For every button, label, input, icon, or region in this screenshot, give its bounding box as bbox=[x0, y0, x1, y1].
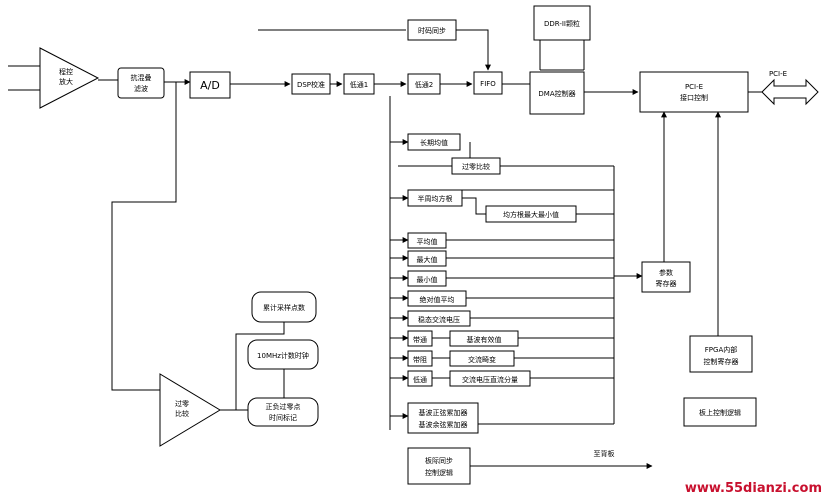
fundamental-rms-block: 基波有效值 bbox=[449, 330, 519, 347]
sin-cos-accumulator-block: 基波正弦累加器 基波余弦累加器 bbox=[407, 402, 479, 434]
svg-text:低通1: 低通1 bbox=[350, 80, 368, 89]
comparator-block: 过零 比较 bbox=[159, 373, 221, 447]
svg-text:FPGA内部: FPGA内部 bbox=[705, 345, 737, 354]
svg-text:接口控制: 接口控制 bbox=[680, 93, 708, 102]
svg-text:抗混叠: 抗混叠 bbox=[131, 73, 152, 82]
fpga-register-block: FPGA内部 控制寄存器 bbox=[689, 335, 753, 373]
svg-text:参数: 参数 bbox=[659, 268, 673, 277]
svg-text:基波正弦累加器: 基波正弦累加器 bbox=[419, 408, 468, 417]
ac-distortion-block: 交流畸变 bbox=[449, 350, 515, 367]
svg-text:A/D: A/D bbox=[200, 79, 220, 92]
svg-text:长期均值: 长期均值 bbox=[420, 138, 448, 147]
clock-10mhz-block: 10MHz计数时钟 bbox=[247, 339, 319, 370]
bandstop-block: 带阻 bbox=[407, 350, 433, 367]
svg-text:最小值: 最小值 bbox=[417, 275, 438, 284]
param-register-block: 参数 寄存器 bbox=[641, 261, 691, 293]
fifo-block: FIFO bbox=[473, 71, 503, 95]
svg-text:DSP校准: DSP校准 bbox=[297, 80, 325, 89]
svg-text:交流畸变: 交流畸变 bbox=[468, 355, 496, 364]
bandpass-block: 带通 bbox=[407, 330, 433, 347]
svg-text:基波有效值: 基波有效值 bbox=[467, 335, 502, 344]
svg-text:板际同步: 板际同步 bbox=[425, 456, 453, 465]
svg-text:时间标记: 时间标记 bbox=[269, 413, 297, 422]
svg-text:DDR-II颗粒: DDR-II颗粒 bbox=[544, 19, 580, 28]
min-block: 最小值 bbox=[407, 270, 447, 287]
svg-text:控制逻辑: 控制逻辑 bbox=[425, 468, 453, 477]
svg-text:绝对值平均: 绝对值平均 bbox=[420, 295, 455, 304]
svg-text:PCI-E: PCI-E bbox=[685, 83, 703, 91]
svg-text:放大: 放大 bbox=[59, 77, 73, 86]
steady-ac-block: 稳态交流电压 bbox=[407, 310, 471, 327]
svg-text:低通2: 低通2 bbox=[415, 80, 433, 89]
svg-text:滤波: 滤波 bbox=[134, 84, 148, 93]
svg-text:半周均方根: 半周均方根 bbox=[418, 194, 453, 203]
wires bbox=[8, 29, 762, 469]
svg-text:FIFO: FIFO bbox=[480, 80, 496, 88]
adc-block: A/D bbox=[189, 71, 231, 99]
dma-controller-block: DMA控制器 bbox=[529, 71, 585, 115]
dsp-calibration-block: DSP校准 bbox=[291, 73, 331, 95]
rms-max-min-block: 均方根最大最小值 bbox=[485, 205, 577, 223]
lowpass3-block: 低通 bbox=[407, 370, 433, 387]
lowpass1-block: 低通1 bbox=[343, 73, 375, 95]
antialias-filter-block: 抗混叠 滤波 bbox=[117, 67, 165, 99]
svg-text:带阻: 带阻 bbox=[413, 355, 427, 364]
svg-text:均方根最大最小值: 均方根最大最小值 bbox=[503, 210, 559, 219]
svg-text:10MHz计数时钟: 10MHz计数时钟 bbox=[257, 351, 309, 360]
ddr-block: DDR-II颗粒 bbox=[533, 5, 591, 41]
zero-cross-compare-block: 过零比较 bbox=[451, 157, 501, 175]
svg-text:累计采样点数: 累计采样点数 bbox=[263, 303, 305, 312]
svg-text:寄存器: 寄存器 bbox=[656, 279, 677, 288]
inter-board-sync-block: 板际同步 控制逻辑 bbox=[407, 447, 471, 485]
watermark: www.55dianzi.com bbox=[685, 481, 822, 496]
average-block: 平均值 bbox=[407, 232, 447, 249]
svg-text:过零: 过零 bbox=[175, 399, 189, 408]
svg-text:时码同步: 时码同步 bbox=[418, 26, 446, 35]
to-backplane-label: 至背板 bbox=[594, 449, 615, 458]
board-control-logic-block: 板上控制逻辑 bbox=[683, 397, 757, 427]
svg-text:PCI-E: PCI-E bbox=[769, 70, 787, 78]
svg-text:程控: 程控 bbox=[59, 67, 73, 76]
svg-text:正负过零点: 正负过零点 bbox=[266, 402, 301, 411]
abs-avg-block: 绝对值平均 bbox=[407, 290, 467, 307]
max-block: 最大值 bbox=[407, 250, 447, 267]
svg-text:控制寄存器: 控制寄存器 bbox=[704, 357, 739, 366]
svg-text:最大值: 最大值 bbox=[417, 255, 438, 264]
svg-text:低通: 低通 bbox=[413, 375, 427, 384]
svg-text:板上控制逻辑: 板上控制逻辑 bbox=[699, 408, 741, 417]
pcie-controller-block: PCI-E 接口控制 bbox=[639, 71, 749, 113]
svg-text:稳态交流电压: 稳态交流电压 bbox=[418, 315, 460, 324]
ac-dc-component-block: 交流电压直流分量 bbox=[449, 370, 531, 387]
amp-block: 程控 放大 bbox=[39, 47, 100, 109]
long-avg-block: 长期均值 bbox=[407, 133, 461, 151]
svg-text:过零比较: 过零比较 bbox=[462, 162, 490, 171]
sample-count-block: 累计采样点数 bbox=[251, 291, 317, 323]
svg-text:带通: 带通 bbox=[413, 335, 427, 344]
pcie-port-arrow: PCI-E bbox=[761, 70, 819, 106]
svg-text:基波余弦累加器: 基波余弦累加器 bbox=[419, 420, 468, 429]
clock-sync-block: 时码同步 bbox=[407, 19, 457, 41]
half-cycle-rms-block: 半周均方根 bbox=[407, 189, 463, 207]
svg-text:交流电压直流分量: 交流电压直流分量 bbox=[462, 375, 518, 384]
lowpass2-block: 低通2 bbox=[407, 73, 441, 95]
svg-text:DMA控制器: DMA控制器 bbox=[538, 89, 575, 98]
svg-text:比较: 比较 bbox=[175, 409, 189, 418]
zero-cross-time-mark-block: 正负过零点 时间标记 bbox=[247, 397, 319, 427]
svg-text:平均值: 平均值 bbox=[417, 237, 438, 246]
